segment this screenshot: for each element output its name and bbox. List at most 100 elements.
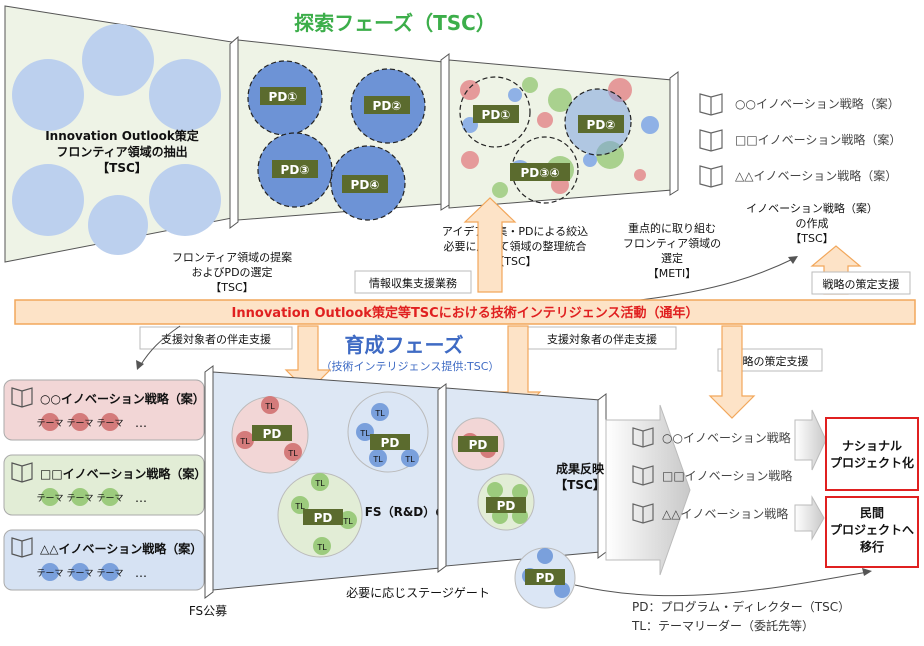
right-pd-label-2: PD② bbox=[587, 118, 616, 132]
national-line2: プロジェクト化 bbox=[830, 455, 914, 470]
stage-gate-text: 必要に応じステージゲート bbox=[346, 586, 490, 600]
strategy-caption-line1: イノベーション戦略（案） bbox=[746, 201, 878, 215]
left-card-3-theme-a: テーマ bbox=[36, 568, 63, 579]
support-left-label: 支援対象者の伴走支援 bbox=[161, 332, 271, 346]
national-project-box bbox=[825, 417, 919, 491]
grow-tl-blue-1: TL bbox=[374, 409, 385, 418]
panel1-text-line1: Innovation Outlook策定 bbox=[45, 128, 199, 143]
grow-phase-title: 育成フェーズ bbox=[345, 333, 464, 357]
left-card-2-theme-b: テーマ bbox=[66, 493, 93, 504]
curve-arrow-top bbox=[639, 257, 796, 301]
grow-tl-blue-3: TL bbox=[372, 455, 383, 464]
panel1-text-line2: フロンティア領域の抽出 bbox=[56, 144, 187, 159]
info-support-box bbox=[354, 270, 472, 294]
pd-label-1: PD① bbox=[269, 90, 298, 104]
left-card-2-theme-a: テーマ bbox=[36, 493, 63, 504]
book-icon bbox=[11, 462, 33, 483]
explore-strategy-list: ○○イノベーション戦略（案） □□イノベーション戦略（案） △△イノベーション戦… bbox=[699, 93, 901, 188]
private-line1: 民間 bbox=[860, 506, 884, 520]
grow-gate-3 bbox=[597, 393, 607, 559]
curve-arrow-left bbox=[139, 325, 181, 367]
grow-panel-2: PD PD bbox=[445, 387, 601, 567]
explore-panel-3: PD① PD② PD③④ bbox=[448, 59, 673, 209]
explore-strategy-2: □□イノベーション戦略（案） bbox=[735, 132, 901, 147]
stage-gate-pd: PD bbox=[536, 571, 555, 585]
caption1-line2: およびPDの選定 bbox=[191, 265, 272, 279]
grow-tl-red-2: TL bbox=[239, 437, 250, 446]
left-card-2: □□イノベーション戦略（案） テーマ テーマ テーマ … bbox=[3, 454, 206, 516]
grow-gate-1 bbox=[204, 365, 214, 599]
explore-panel-2: PD① PD② PD③ PD④ bbox=[237, 39, 444, 221]
final-strategy-3: △△イノベーション戦略 bbox=[662, 506, 788, 521]
left-card-2-theme-c: テーマ bbox=[96, 493, 123, 504]
book-icon bbox=[632, 465, 654, 486]
caption2-line2: 必要に応じて領域の整理統合 bbox=[444, 239, 587, 253]
grow-tl-green-1: TL bbox=[314, 479, 325, 488]
legend-pd: PD：プログラム・ディレクター（TSC） bbox=[632, 599, 850, 614]
support-left-box bbox=[139, 326, 293, 350]
final-strategy-list: ○○イノベーション戦略 □□イノベーション戦略 △△イノベーション戦略 bbox=[632, 427, 792, 524]
panel1-text-line3: 【TSC】 bbox=[97, 160, 147, 175]
result-arrow bbox=[605, 404, 691, 576]
explore-gate-3 bbox=[669, 71, 679, 196]
caption3-line3: 選定 bbox=[661, 251, 683, 265]
grow2-pd-red: PD bbox=[469, 438, 488, 452]
up-arrow-explore bbox=[463, 197, 517, 293]
private-line2: プロジェクトへ bbox=[830, 522, 914, 537]
strategy-caption-line2: の作成 bbox=[796, 217, 829, 230]
pd-label-2: PD② bbox=[373, 99, 402, 113]
strategy-support-top-box bbox=[811, 271, 911, 295]
result-line1: 成果反映 bbox=[556, 461, 605, 476]
explore-gate-2 bbox=[440, 53, 450, 211]
left-card-1-theme-b: テーマ bbox=[66, 418, 93, 429]
grow-panel: PD TL TL TL PD TL TL TL TL PD TL TL TL T… bbox=[212, 371, 471, 591]
left-card-3-ellipsis: … bbox=[135, 566, 147, 580]
private-curve-head bbox=[862, 568, 872, 576]
left-card-3: △△イノベーション戦略（案） テーマ テーマ テーマ … bbox=[3, 529, 205, 591]
grow-phase-subtitle: （技術インテリジェンス提供:TSC） bbox=[321, 359, 500, 373]
right-pd-label-1: PD① bbox=[482, 108, 511, 122]
private-arrow bbox=[794, 495, 825, 541]
caption3-line2: フロンティア領域の bbox=[623, 236, 721, 250]
left-card-3-title: △△イノベーション戦略（案） bbox=[40, 541, 202, 556]
grow-gate-2 bbox=[437, 383, 447, 573]
grow-pd-red: PD bbox=[263, 427, 282, 441]
left-card-2-title: □□イノベーション戦略（案） bbox=[40, 466, 206, 481]
grow-tl-blue-2: TL bbox=[359, 429, 370, 438]
left-card-1-title: ○○イノベーション戦略（案） bbox=[40, 391, 205, 406]
strategy-caption-line3: 【TSC】 bbox=[790, 232, 833, 245]
support-mid-label: 支援対象者の伴走支援 bbox=[547, 332, 657, 346]
book-icon bbox=[632, 503, 654, 524]
final-strategy-2: □□イノベーション戦略 bbox=[662, 468, 792, 483]
grow-tl-green-2: TL bbox=[294, 502, 305, 511]
left-card-3-theme-b: テーマ bbox=[66, 568, 93, 579]
strategy-support-top-label: 戦略の策定支援 bbox=[823, 277, 900, 291]
pd-label-3: PD③ bbox=[281, 163, 310, 177]
book-icon bbox=[11, 537, 33, 558]
grow-tl-red-3: TL bbox=[287, 449, 298, 458]
book-icon bbox=[11, 387, 33, 408]
explore-strategy-1: ○○イノベーション戦略（案） bbox=[735, 96, 900, 111]
intelligence-band-text: Innovation Outlook策定等TSCにおける技術インテリジェンス活動… bbox=[232, 305, 699, 321]
caption3-line4: 【METI】 bbox=[648, 267, 696, 280]
strategy-support-mid-label: 戦略の策定支援 bbox=[732, 354, 809, 368]
caption3-line1: 重点的に取り組む bbox=[628, 221, 716, 235]
caption2-line1: アイデア募集・PDによる絞込 bbox=[442, 224, 588, 238]
curve-arrow-left-head bbox=[136, 360, 144, 370]
caption1-line3: 【TSC】 bbox=[210, 281, 253, 294]
final-strategy-1: ○○イノベーション戦略 bbox=[662, 430, 791, 445]
grow-pd-green: PD bbox=[314, 511, 333, 525]
grow2-pd-green: PD bbox=[497, 499, 516, 513]
private-curve bbox=[574, 571, 869, 597]
result-line2: 【TSC】 bbox=[555, 477, 605, 492]
grow-tl-red-1: TL bbox=[264, 402, 275, 411]
right-pd-label-34: PD③④ bbox=[520, 166, 559, 180]
pd-label-4: PD④ bbox=[351, 178, 380, 192]
grow-tl-green-3: TL bbox=[342, 517, 353, 526]
left-card-3-theme-c: テーマ bbox=[96, 568, 123, 579]
left-card-1-theme-a: テーマ bbox=[36, 418, 63, 429]
info-support-label: 情報収集支援業務 bbox=[369, 276, 457, 290]
private-line3: 移行 bbox=[860, 539, 884, 554]
book-icon bbox=[699, 165, 723, 188]
